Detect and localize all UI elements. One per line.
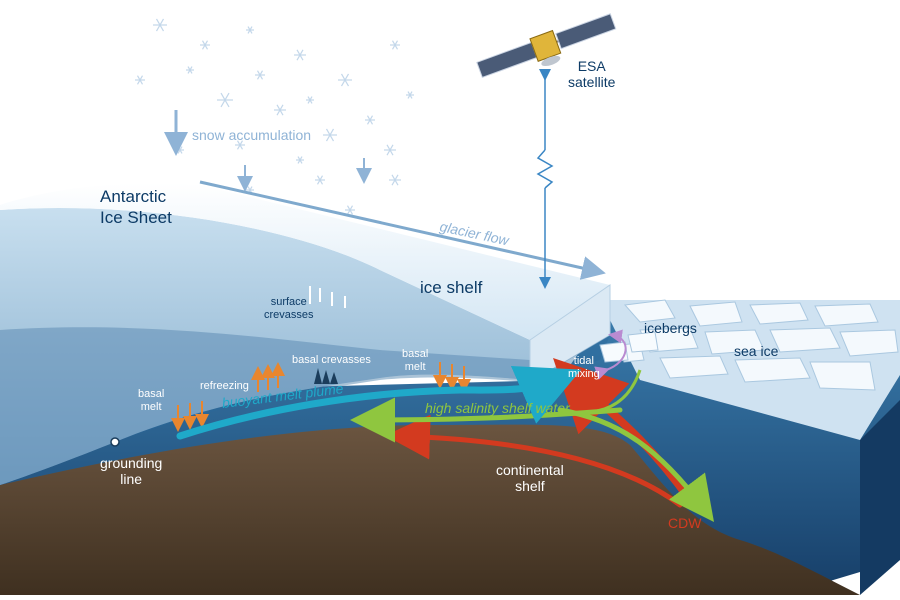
basal-melt-arrows-left xyxy=(171,401,209,432)
antarctic-ice-sheet-label: Antarctic Ice Sheet xyxy=(100,187,172,228)
continental-shelf-label: continental shelf xyxy=(496,462,564,495)
sea-ice-label: sea ice xyxy=(734,343,779,359)
sea-ice-floes xyxy=(619,299,899,391)
satellite-signal xyxy=(536,69,554,289)
snowflake-icon xyxy=(345,205,355,215)
grounding-line-marker xyxy=(110,437,120,447)
cdw-label: CDW xyxy=(668,515,702,531)
ice-sheet-surface xyxy=(0,183,610,340)
surface-crevasses-label: surface crevasses xyxy=(264,296,314,321)
surface-crevasses xyxy=(309,286,346,308)
snowflake-icon xyxy=(153,18,167,32)
ice-shelf-label: ice shelf xyxy=(420,278,483,297)
basal-crevasses-label: basal crevasses xyxy=(292,354,371,366)
cdw-arrow-2 xyxy=(385,414,683,508)
melt-plume-arrow xyxy=(176,365,582,440)
basal-melt-left-label: basal melt xyxy=(138,388,165,413)
snowflake-icon xyxy=(365,115,375,125)
snowflake-icon xyxy=(246,26,254,34)
shelf-water-arrow xyxy=(350,397,623,443)
basal-melt-arrows-right xyxy=(433,362,471,393)
glacier-flow-arrow xyxy=(199,180,606,280)
refreezing-arrows xyxy=(251,362,285,392)
satellite-icon xyxy=(476,13,617,79)
snowflake-icon xyxy=(406,91,414,99)
snowflake-icon xyxy=(186,66,194,74)
snowflake-icon xyxy=(389,174,401,186)
snowflake-icon xyxy=(296,156,304,164)
basal-melt-right-label: basal melt xyxy=(402,348,429,373)
snowflake-icon xyxy=(135,75,145,85)
grounding-line-label: grounding line xyxy=(100,455,163,488)
snowflake-icon xyxy=(315,175,325,185)
snowflake-icon xyxy=(274,104,286,116)
basal-crevasses xyxy=(314,368,338,384)
snowflake-icon xyxy=(217,92,233,108)
snowflake-icon xyxy=(255,70,265,80)
refreezing-label: refreezing xyxy=(200,380,249,392)
snow-accumulation-label: snow accumulation xyxy=(192,127,312,143)
snowflake-icon xyxy=(294,49,306,61)
snowflake-icon xyxy=(306,96,314,104)
snowflake-icon xyxy=(323,128,337,142)
snowflake-icon xyxy=(338,73,352,87)
tidal-mixing-label: tidal mixing xyxy=(568,355,600,380)
ice-sheet-shade xyxy=(0,327,530,485)
tidal-mixing-arrow xyxy=(594,329,627,380)
snowflake-icon xyxy=(235,140,245,150)
satellite-label: ESA satellite xyxy=(568,58,616,91)
icebergs-label: icebergs xyxy=(644,320,697,336)
high-salinity-shelf-water-label: high salinity shelf water xyxy=(425,400,570,416)
snowflake-icon xyxy=(384,144,396,156)
snowflake-icon xyxy=(200,40,210,50)
shelf-water-rise xyxy=(589,369,642,414)
ocean-side-face xyxy=(860,400,900,595)
continental-shelf xyxy=(0,424,860,595)
snowflake-icon xyxy=(390,40,400,50)
